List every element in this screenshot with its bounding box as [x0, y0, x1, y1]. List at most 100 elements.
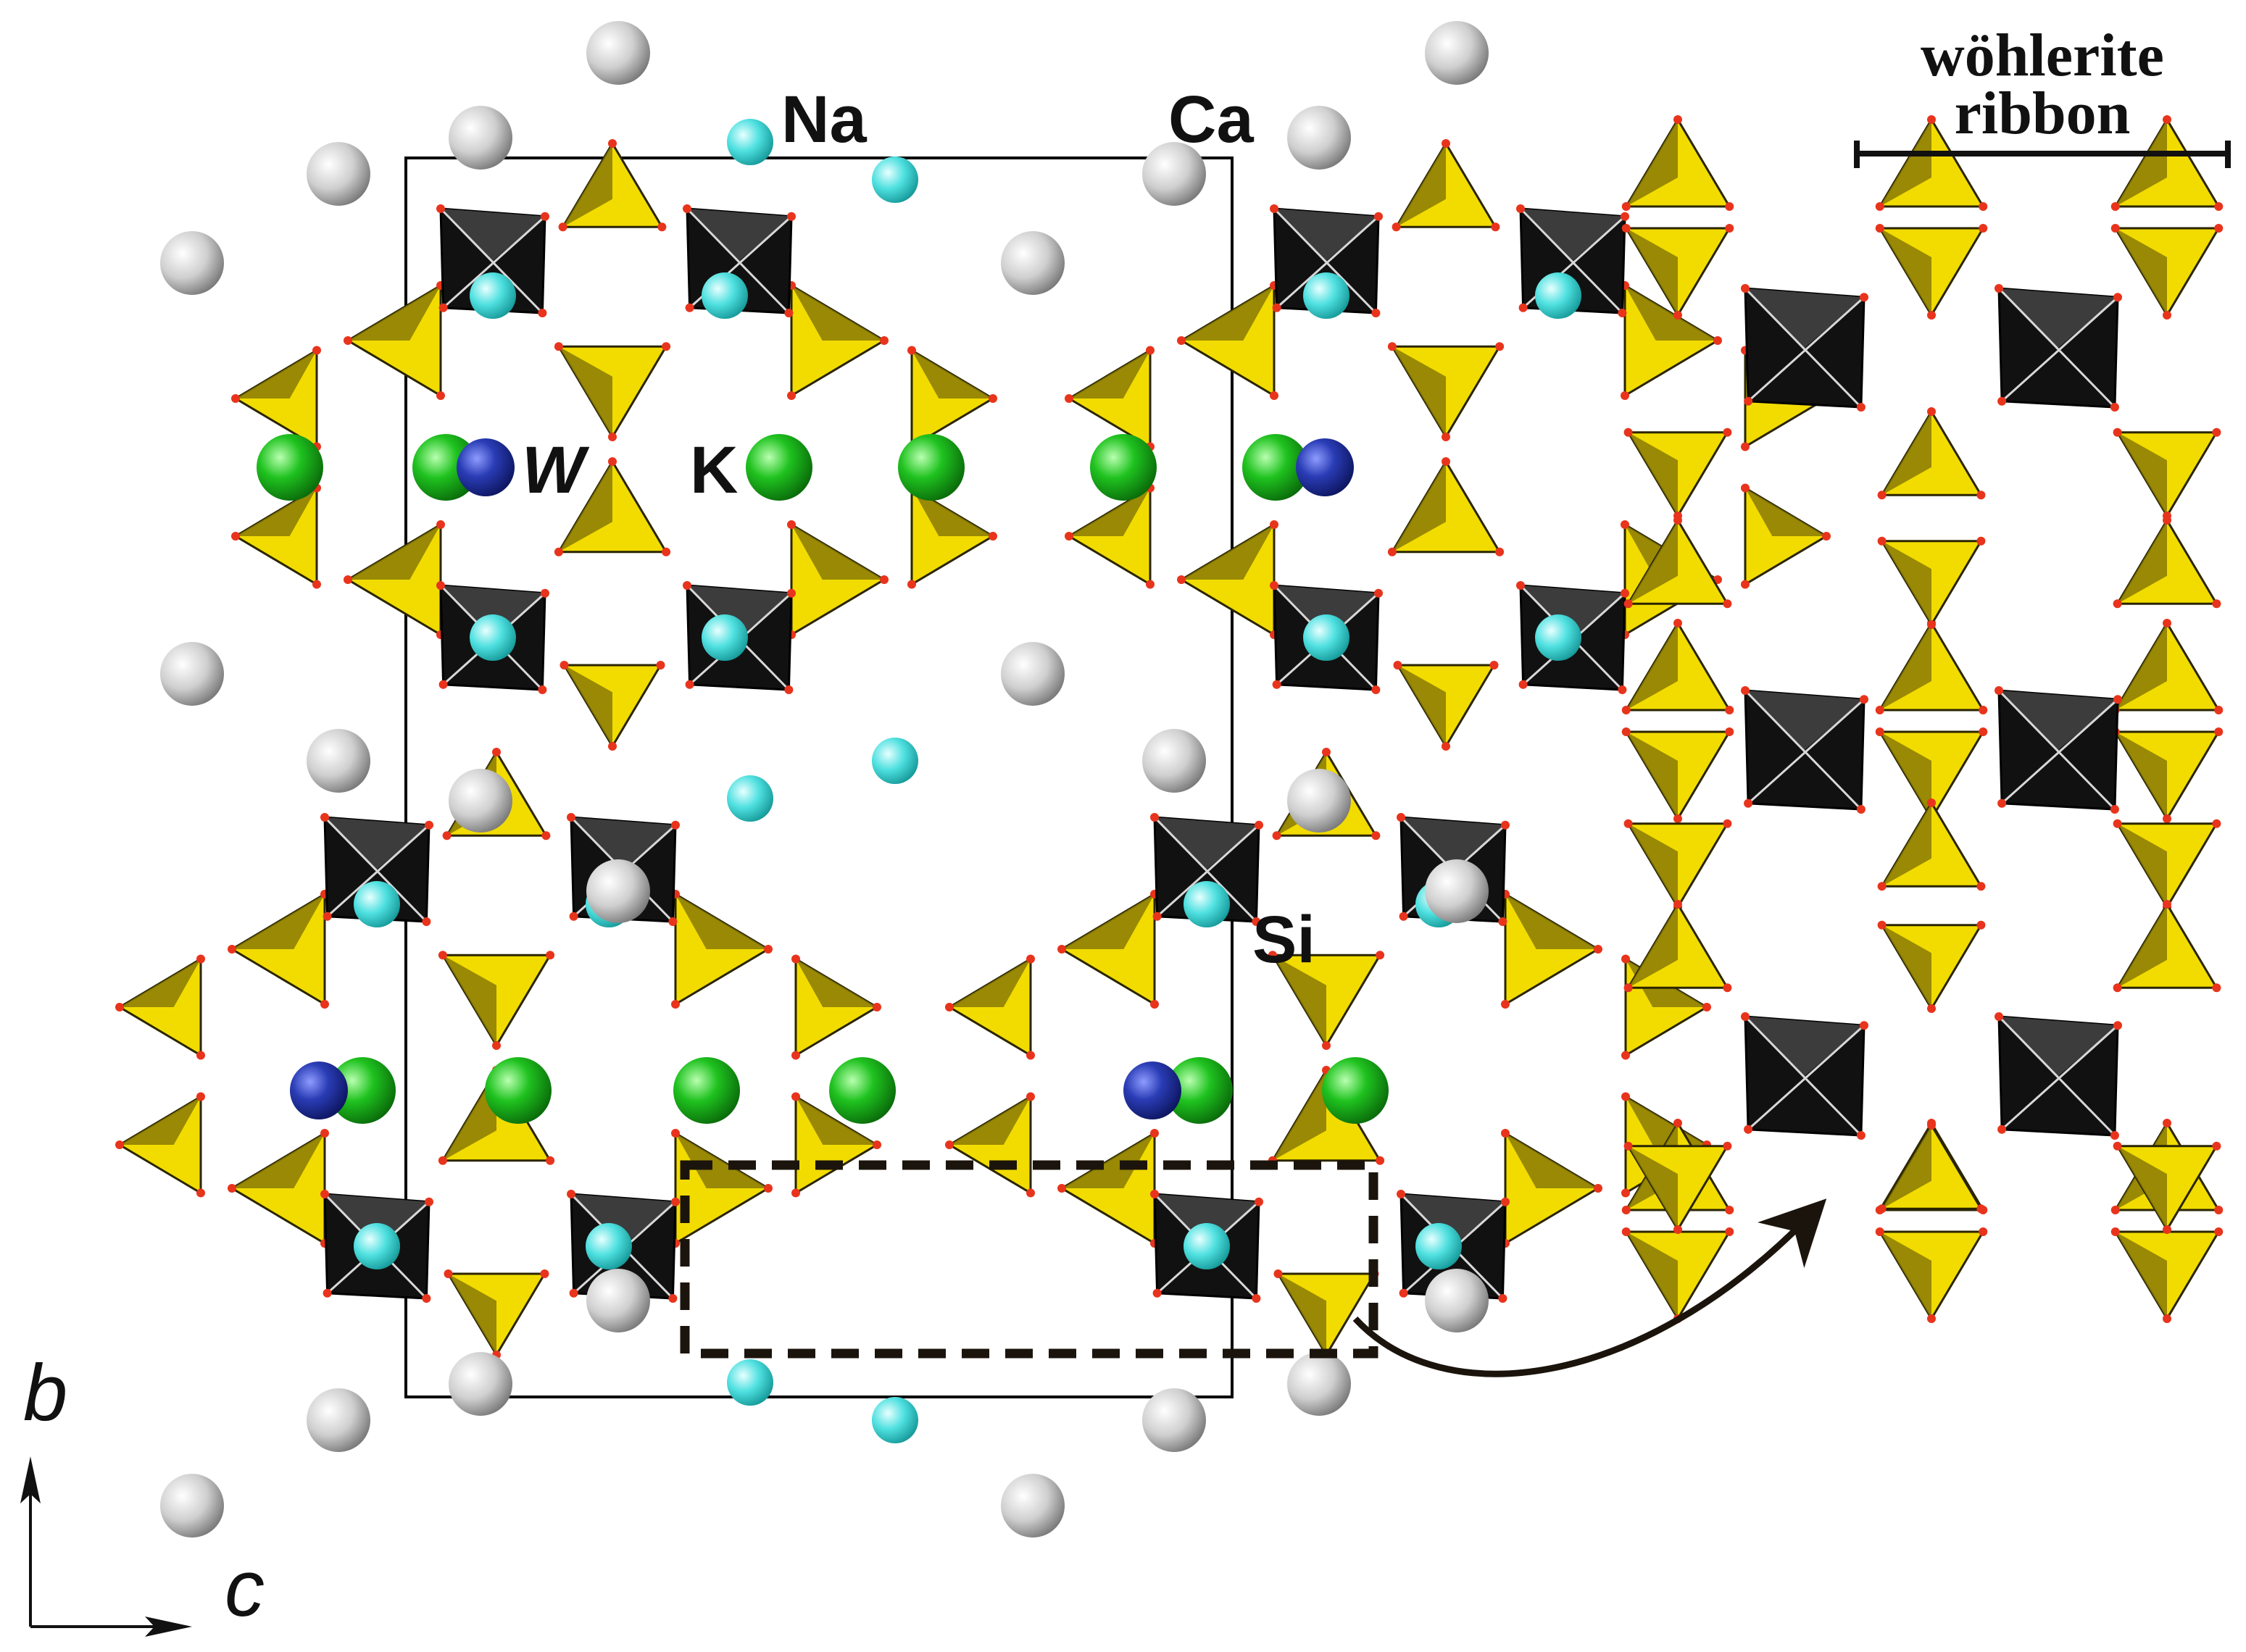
oxygen-atom [1397, 1190, 1405, 1198]
oxygen-atom [668, 1294, 678, 1303]
si-tetrahedron-facet [558, 462, 612, 552]
oxygen-atom [1387, 342, 1397, 351]
oxygen-atom [2163, 1119, 2171, 1127]
oxygen-atom [2113, 1141, 2122, 1151]
oxygen-atom [1399, 1288, 1408, 1298]
oxygen-atom [945, 1003, 954, 1011]
oxygen-atom [1177, 336, 1186, 345]
ti-o-bond [1747, 296, 1866, 402]
si-tetrahedron-facet [1069, 488, 1150, 536]
oxygen-atom [2163, 115, 2171, 124]
oxygen-atom [1702, 1003, 1711, 1011]
na-atom [354, 1223, 400, 1269]
oxygen-atom [1442, 742, 1450, 751]
k-atom [485, 1057, 552, 1124]
oxygen-atom [873, 1003, 881, 1011]
ti-o-bond [1997, 1015, 2116, 1137]
ti-o-bond [1997, 689, 2116, 811]
oxygen-atom [1856, 403, 1866, 412]
si-tetrahedron-facet [1881, 925, 1931, 1009]
oxygen-atom [2110, 1227, 2120, 1236]
oxygen-atom [1252, 1294, 1261, 1303]
ti-o-bond [1276, 215, 1380, 309]
ti-octahedron-facet [1274, 585, 1378, 638]
ca-atom [586, 859, 650, 923]
oxygen-atom [1442, 433, 1450, 441]
ti-octahedron-facet [571, 817, 675, 869]
ti-o-bond [1747, 698, 1866, 804]
oxygen-atom [538, 685, 547, 694]
axis-label-c: c [225, 1544, 265, 1633]
ti-octahedron-facet [441, 209, 545, 261]
oxygen-atom [1976, 536, 1986, 546]
oxygen-atom [1741, 483, 1750, 493]
ca-atom [449, 1352, 512, 1416]
oxygen-atom [2212, 427, 2221, 437]
oxygen-atom [323, 911, 332, 921]
left-structure-layer [115, 21, 1831, 1538]
ca-atom [160, 231, 224, 295]
oxygen-atom [228, 945, 236, 954]
si-tetrahedron-facet [2115, 120, 2167, 206]
oxygen-atom [1860, 695, 1868, 704]
oxygen-atom [1393, 661, 1402, 669]
oxygen-atom [569, 911, 578, 921]
oxygen-atom [1877, 920, 1887, 930]
ti-o-bond [1744, 1015, 1862, 1137]
si-tetrahedron-facet [120, 1096, 201, 1145]
ti-o-bond [326, 824, 431, 917]
ti-octahedron-facet [325, 1194, 429, 1246]
oxygen-atom [880, 336, 889, 345]
label-water: W [522, 433, 590, 507]
oxygen-atom [422, 917, 431, 926]
oxygen-atom [1979, 1227, 1988, 1236]
oxygen-atom [558, 222, 567, 232]
oxygen-atom [791, 1092, 800, 1101]
si-tetrahedron-facet [564, 665, 612, 746]
oxygen-atom [2113, 983, 2122, 993]
oxygen-atom [1516, 204, 1525, 213]
si-tetrahedron-facet [448, 1274, 496, 1355]
si-tetrahedron-facet [2117, 432, 2167, 516]
oxygen-atom [2163, 1314, 2171, 1323]
oxygen-atom [1621, 1051, 1630, 1060]
k-atom [746, 434, 812, 501]
ca-atom [1425, 1269, 1489, 1332]
oxygen-atom [1065, 532, 1073, 541]
oxygen-atom [2163, 814, 2171, 823]
oxygen-atom [1976, 920, 1986, 930]
si-tetrahedron-facet [232, 894, 325, 949]
axis-label-b: b [23, 1348, 67, 1438]
oxygen-atom [1877, 1204, 1887, 1214]
si-tetrahedron-facet [236, 350, 317, 399]
oxygen-atom [1268, 951, 1277, 960]
oxygen-atom [1252, 917, 1261, 926]
oxygen-atom [436, 581, 445, 590]
k-atom [673, 1057, 740, 1124]
oxygen-atom [425, 820, 433, 830]
oxygen-atom [764, 1184, 773, 1193]
oxygen-atom [1713, 336, 1722, 345]
oxygen-atom [671, 1129, 680, 1138]
ti-o-bond [1747, 1025, 1866, 1130]
oxygen-atom [2113, 819, 2122, 828]
si-tetrahedron-facet [1626, 1232, 1678, 1319]
oxygen-atom [1273, 1269, 1283, 1278]
na-atom [354, 881, 400, 927]
oxygen-atom [608, 457, 617, 466]
oxygen-atom [1270, 581, 1278, 590]
na-atom [727, 1359, 773, 1406]
si-tetrahedron-facet [1626, 1096, 1707, 1145]
oxygen-atom [656, 661, 665, 669]
si-tetrahedron-facet [796, 959, 877, 1007]
oxygen-atom [554, 547, 563, 556]
oxygen-atom [1371, 309, 1381, 317]
oxygen-atom [1673, 619, 1682, 627]
oxygen-atom [1371, 685, 1381, 694]
si-tetrahedron-facet [1628, 823, 1678, 907]
oxygen-atom [662, 342, 671, 351]
oxygen-atom [787, 588, 796, 598]
oxygen-atom [492, 748, 501, 756]
ti-o-bond [442, 215, 546, 309]
oxygen-atom [1146, 580, 1155, 589]
